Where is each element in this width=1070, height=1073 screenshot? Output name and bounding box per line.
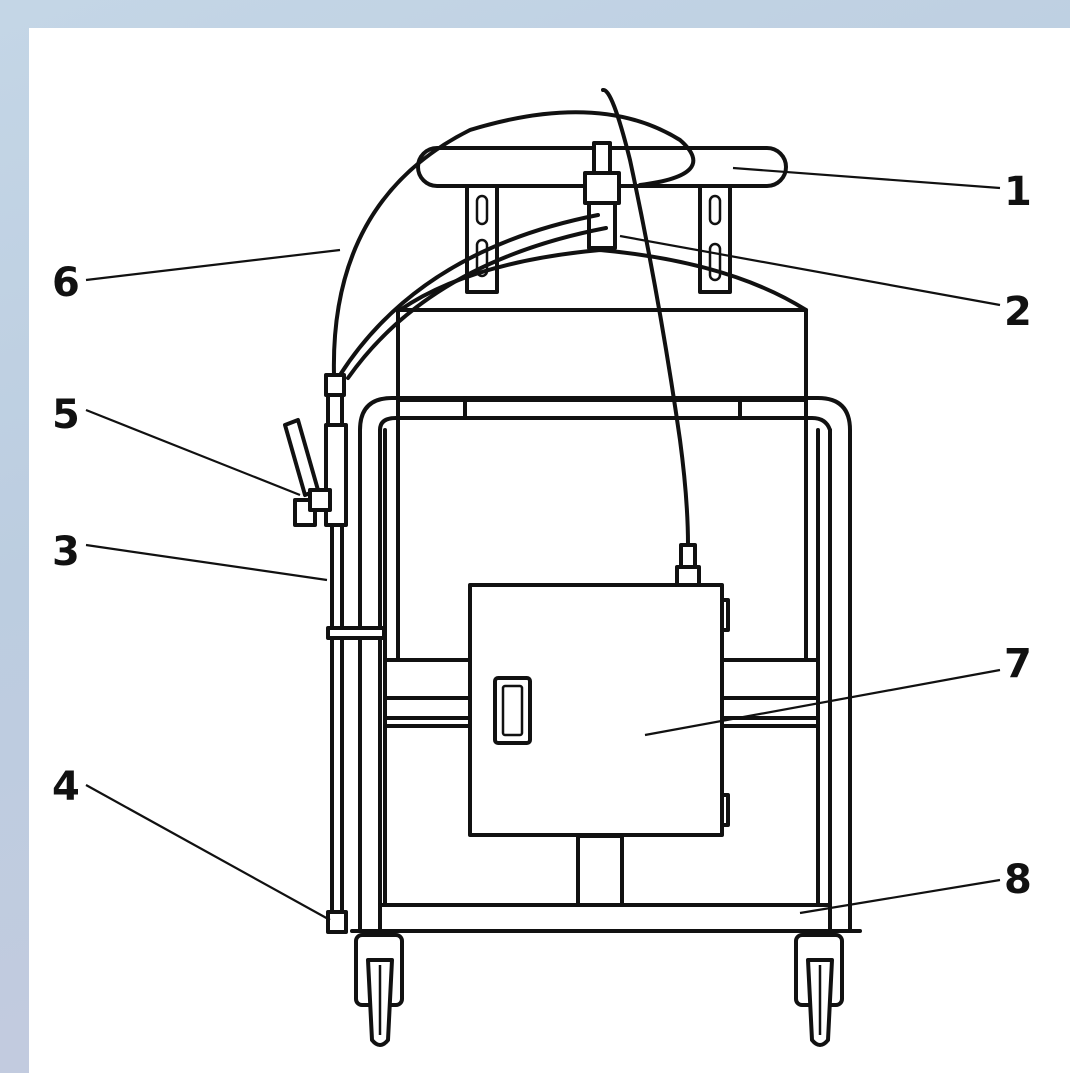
right-wheel <box>794 933 844 1047</box>
signal-cable <box>601 88 690 547</box>
callout-1: 1 <box>1004 169 1032 215</box>
drawing-sheet <box>29 28 1070 1073</box>
callout-5: 5 <box>52 392 80 438</box>
callout-3: 3 <box>52 529 80 575</box>
top-connector <box>583 141 621 250</box>
spray-wand <box>283 373 386 934</box>
callout-4: 4 <box>52 764 80 810</box>
control-box <box>468 583 730 837</box>
callout-8: 8 <box>1004 857 1032 903</box>
callout-6: 6 <box>52 260 80 306</box>
cable-loop <box>331 110 696 377</box>
tank-body <box>396 308 808 402</box>
left-wheel <box>354 933 404 1047</box>
callout-2: 2 <box>1004 289 1032 335</box>
hose <box>338 213 600 377</box>
leader-lines <box>85 166 1001 921</box>
callout-7: 7 <box>1004 641 1032 687</box>
